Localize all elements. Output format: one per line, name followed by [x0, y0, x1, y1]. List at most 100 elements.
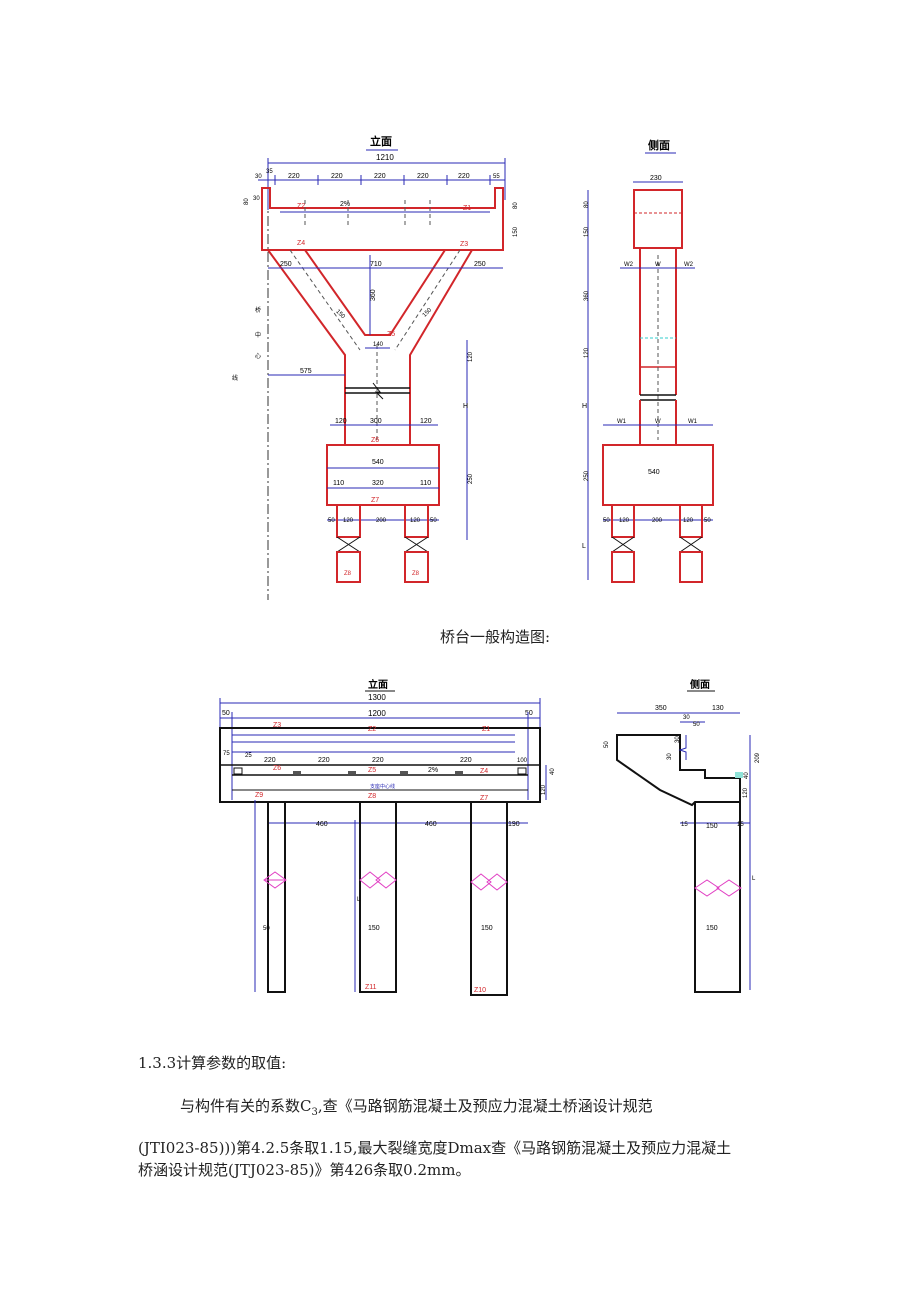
slope-label: 2%	[340, 201, 350, 208]
centerline-char: 中	[255, 331, 261, 339]
svg-text:120: 120	[420, 418, 432, 425]
svg-text:50: 50	[263, 926, 270, 932]
svg-text:250: 250	[468, 473, 474, 484]
elevation-title: 立面	[368, 678, 388, 691]
svg-text:支座中心线: 支座中心线	[370, 783, 395, 790]
svg-text:W: W	[655, 419, 661, 425]
svg-text:150: 150	[334, 309, 346, 321]
side-title: 侧面	[690, 678, 710, 691]
coefficient-label: 与构件有关的系数C	[180, 1097, 312, 1115]
svg-text:320: 320	[372, 480, 384, 487]
svg-text:150: 150	[481, 925, 493, 932]
svg-text:710: 710	[370, 261, 382, 268]
svg-text:540: 540	[372, 459, 384, 466]
point-z2: Z2	[297, 203, 305, 210]
svg-text:120: 120	[343, 518, 354, 524]
svg-text:200: 200	[652, 518, 663, 524]
svg-text:50: 50	[604, 741, 610, 748]
svg-text:W: W	[655, 262, 661, 268]
pier-cap-beam: 2%	[261, 187, 504, 251]
svg-text:40: 40	[744, 772, 750, 779]
svg-text:250: 250	[280, 261, 292, 268]
svg-text:120: 120	[683, 518, 694, 524]
section-heading: 1.3.3计算参数的取值:	[138, 1054, 287, 1072]
svg-text:110: 110	[333, 480, 344, 487]
svg-text:360: 360	[584, 290, 590, 301]
svg-text:50: 50	[704, 518, 711, 524]
svg-text:30: 30	[253, 196, 260, 202]
abutment-drawing: 立面 侧面 1300 50 1200 50 75 25 220 220 220	[219, 678, 761, 996]
svg-text:Z2: Z2	[368, 726, 376, 733]
svg-text:55: 55	[493, 174, 500, 180]
abutment-points: Z3 Z2 Z1 Z6 Z5 Z4 Z8 Z9 Z7	[255, 722, 490, 802]
svg-text:30: 30	[255, 174, 262, 180]
point-z6: Z6	[371, 437, 379, 444]
svg-text:50: 50	[603, 518, 610, 524]
svg-text:209: 209	[755, 752, 761, 763]
centerline-char: 线	[232, 374, 238, 382]
svg-text:120: 120	[410, 518, 421, 524]
paragraph-line-2: (JTI023-85)))第4.2.5条取1.15,最大裂缝宽度Dmax查《马路…	[138, 1139, 732, 1157]
svg-text:220: 220	[331, 173, 343, 180]
svg-text:25: 25	[245, 753, 252, 759]
svg-text:140: 140	[373, 342, 384, 348]
svg-text:80: 80	[513, 202, 519, 209]
svg-text:W1: W1	[617, 419, 627, 425]
figure-caption: 桥台一般构造图:	[440, 628, 551, 646]
svg-text:50: 50	[693, 722, 700, 728]
svg-text:Z4: Z4	[480, 768, 488, 775]
svg-text:30: 30	[683, 715, 690, 721]
pier-footing: 120 300 120 540 110 320 110	[326, 418, 440, 506]
svg-text:120: 120	[541, 784, 547, 795]
svg-text:80: 80	[584, 201, 590, 208]
centerline-char: 桥	[255, 306, 261, 314]
point-z1: Z1	[463, 205, 471, 212]
svg-text:540: 540	[648, 469, 660, 476]
abutment-cap: 75 25 220 220 220 220 100 2% 支座中心线 40 12…	[219, 727, 556, 803]
svg-text:220: 220	[458, 173, 470, 180]
svg-text:460: 460	[316, 821, 328, 828]
svg-text:110: 110	[420, 480, 431, 487]
svg-text:30: 30	[675, 736, 681, 743]
svg-text:Z3: Z3	[273, 722, 281, 729]
svg-text:220: 220	[460, 757, 472, 764]
pier-side-view: 230 W2 W W2 W1 W W1 540 50 120 200 120 5…	[582, 175, 714, 583]
svg-text:220: 220	[417, 173, 429, 180]
svg-text:360: 360	[370, 289, 377, 301]
svg-text:350: 350	[655, 705, 667, 712]
svg-text:Z7: Z7	[480, 795, 488, 802]
svg-text:50: 50	[328, 518, 335, 524]
svg-text:150: 150	[422, 307, 434, 319]
svg-text:150: 150	[584, 226, 590, 237]
svg-text:80: 80	[244, 198, 250, 205]
svg-text:120: 120	[335, 418, 347, 425]
pier-drawing: 立面 侧面 桥 中 心 线 1210 35 30 220 220 220 220…	[232, 134, 714, 600]
svg-text:15: 15	[681, 822, 688, 828]
point-z4: Z4	[297, 240, 305, 247]
svg-text:L: L	[752, 876, 756, 882]
svg-text:L: L	[582, 543, 586, 550]
svg-text:50: 50	[430, 518, 437, 524]
svg-text:75: 75	[223, 751, 230, 757]
svg-text:220: 220	[264, 757, 276, 764]
svg-text:150: 150	[706, 925, 718, 932]
svg-text:200: 200	[376, 518, 387, 524]
svg-text:220: 220	[318, 757, 330, 764]
svg-text:Z5: Z5	[368, 767, 376, 774]
svg-text:Z11: Z11	[365, 984, 377, 991]
top-dimensions: 1210 35 30 220 220 220 220 220 55 80 30 …	[244, 153, 519, 237]
svg-text:Z6: Z6	[273, 765, 281, 772]
svg-text:150: 150	[706, 823, 718, 830]
svg-text:120: 120	[619, 518, 630, 524]
svg-text:250: 250	[474, 261, 486, 268]
svg-text:Z8: Z8	[368, 793, 376, 800]
coefficient-subscript: 3	[311, 1107, 318, 1118]
svg-text:35: 35	[266, 169, 273, 175]
svg-text:120: 120	[468, 351, 474, 362]
abutment-piles: 50 150 150 L Z11 Z10	[254, 800, 508, 996]
svg-text:W2: W2	[684, 262, 694, 268]
slope-label: 2%	[428, 767, 438, 774]
svg-text:H: H	[582, 403, 587, 410]
svg-text:30: 30	[667, 753, 673, 760]
svg-text:100: 100	[517, 758, 528, 764]
